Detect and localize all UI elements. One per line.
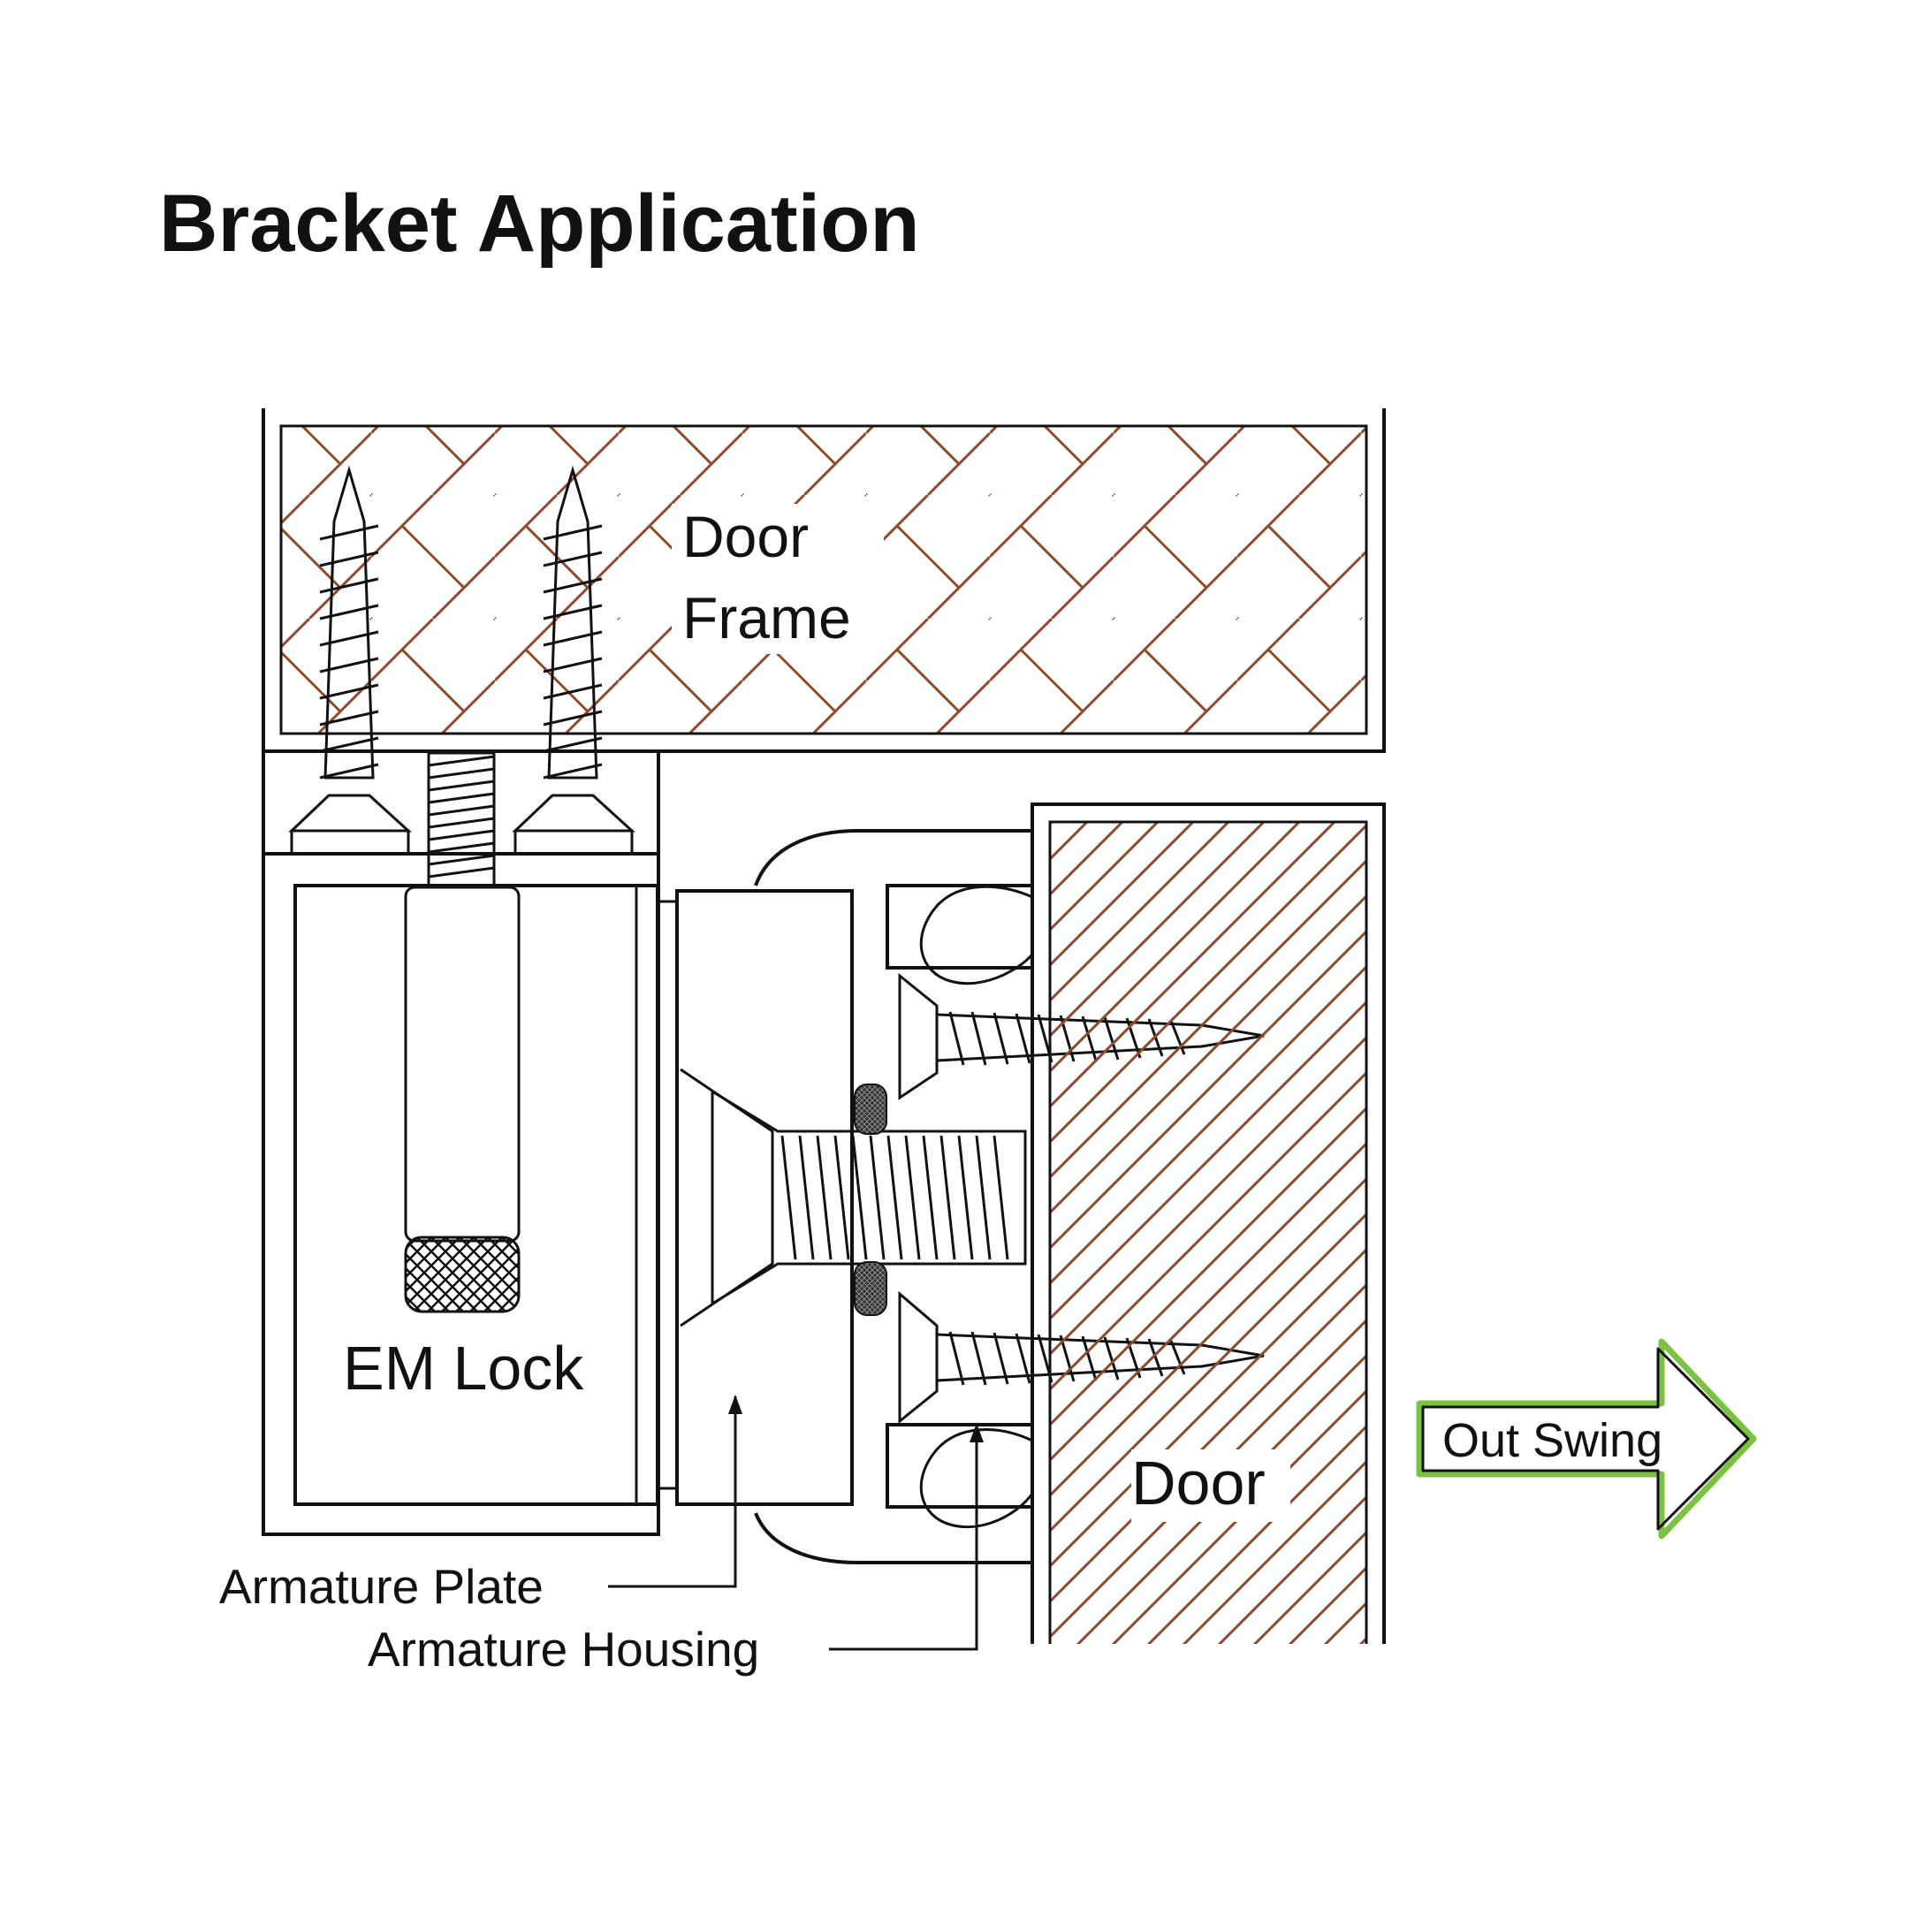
- page-title: Bracket Application: [159, 179, 920, 269]
- door-frame-label-line1: Door: [682, 504, 809, 569]
- em-lock-label: EM Lock: [343, 1334, 584, 1403]
- callouts: Armature Plate Armature Housing: [219, 1395, 984, 1677]
- armature-plate-label: Armature Plate: [219, 1559, 544, 1614]
- knurled-knob: [404, 1236, 521, 1313]
- mounting-bracket: [262, 751, 660, 1536]
- door-label: Door: [1131, 1449, 1266, 1517]
- rubber-washer-bottom: [854, 1261, 887, 1316]
- frame-screw-right: [512, 465, 635, 856]
- door-frame: Door Frame: [262, 408, 1386, 753]
- out-swing-label: Out Swing: [1442, 1414, 1662, 1467]
- out-swing-arrow: Out Swing: [1416, 1338, 1757, 1540]
- right-arrow-icon: [1416, 1338, 1757, 1540]
- threaded-rod: [427, 751, 496, 887]
- armature-housing-label: Armature Housing: [368, 1622, 759, 1677]
- rubber-washer-top: [854, 1084, 887, 1135]
- door: Door: [1031, 802, 1386, 1644]
- door-frame-label-line2: Frame: [682, 585, 851, 650]
- frame-screw-left: [288, 465, 412, 856]
- armature-bolt: [711, 1084, 1027, 1316]
- armature-plate: [675, 889, 854, 1506]
- em-lock: EM Lock: [293, 884, 679, 1506]
